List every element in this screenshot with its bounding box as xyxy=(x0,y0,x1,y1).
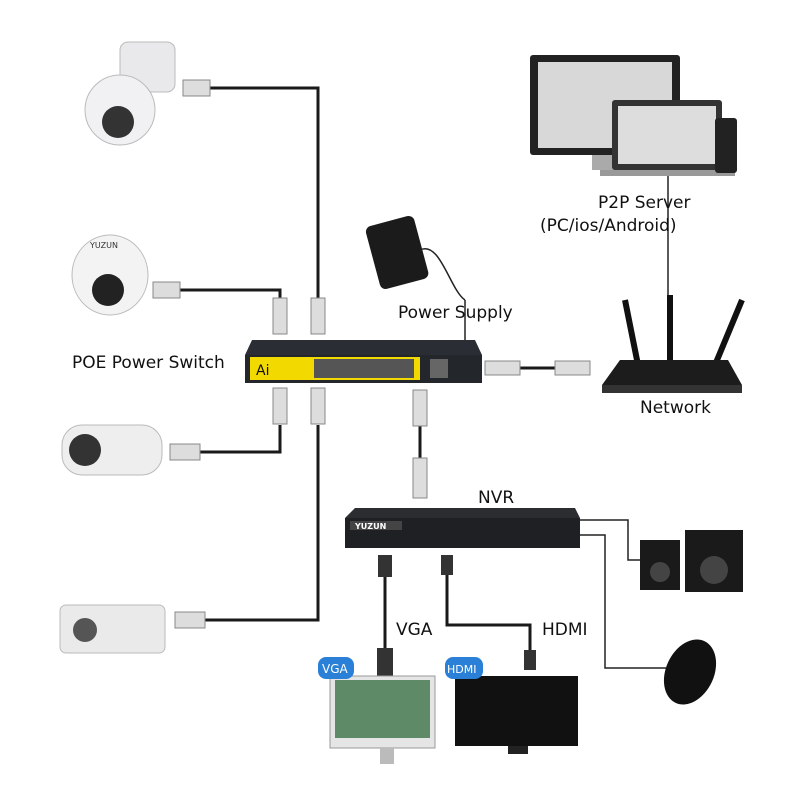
mouse xyxy=(663,639,717,705)
switch-logo: Ai xyxy=(256,363,269,379)
vga-monitor xyxy=(329,675,436,764)
cable-dome-camera xyxy=(180,288,282,305)
hdmi-badge-text: HDMI xyxy=(447,663,476,676)
p2p-server-platforms-label: (PC/ios/Android) xyxy=(540,216,677,236)
hdmi-badge: HDMI xyxy=(445,657,483,679)
poe-switch: Ai xyxy=(245,340,482,383)
cable-hdmi xyxy=(445,560,532,660)
cable-nvr-mouse xyxy=(580,534,668,669)
ptz-camera xyxy=(84,41,176,146)
vga-badge-text: VGA xyxy=(322,662,349,676)
hdmi-monitor xyxy=(455,676,578,754)
rj45-connectors xyxy=(152,79,591,629)
vga-badge: VGA xyxy=(318,657,354,679)
nvr-device: YUZUN xyxy=(345,508,580,548)
dome-camera: YUZUN xyxy=(71,234,149,316)
box-camera xyxy=(59,604,166,654)
hdmi-label: HDMI xyxy=(542,620,588,640)
poe-switch-label: POE Power Switch xyxy=(72,353,225,373)
network-label: Network xyxy=(640,398,711,418)
p2p-server-label: P2P Server xyxy=(598,193,690,213)
cable-ptz-camera xyxy=(210,86,320,300)
cable-box-camera xyxy=(205,425,320,622)
vga-label: VGA xyxy=(396,620,433,640)
cable-bullet-camera xyxy=(200,425,282,454)
dome-camera-brand: YUZUN xyxy=(89,241,118,250)
nvr-label: NVR xyxy=(478,488,514,508)
router xyxy=(602,295,745,393)
bullet-camera xyxy=(61,424,163,476)
nvr-brand: YUZUN xyxy=(354,522,386,531)
speakers xyxy=(640,530,743,592)
power-supply-adapter xyxy=(365,215,466,301)
pc-laptop-phone xyxy=(530,55,737,176)
cable-nvr-speaker xyxy=(580,519,640,561)
power-supply-label: Power Supply xyxy=(398,303,513,323)
